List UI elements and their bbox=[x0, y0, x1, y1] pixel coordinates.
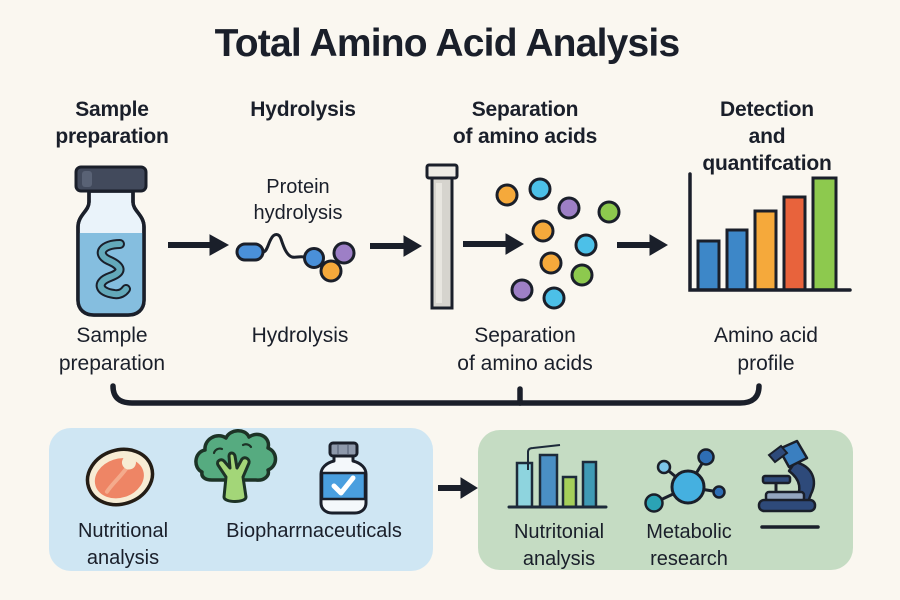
stage-caption-amino-acid-profile: Amino acid profile bbox=[714, 324, 818, 375]
bar bbox=[538, 453, 559, 509]
bar bbox=[811, 176, 838, 292]
label-biopharmaceuticals: Biopharrnaceuticals bbox=[226, 520, 402, 542]
protein-hydrolysis-label: Protein hydrolysis bbox=[253, 176, 343, 224]
bar bbox=[581, 460, 598, 509]
flow-arrow-3 bbox=[463, 233, 524, 255]
stage-header-detection: Detection and quantifcation bbox=[702, 98, 832, 175]
label-nutritonial-analysis: Nutritonial analysis bbox=[513, 521, 605, 570]
microscope-icon bbox=[757, 439, 820, 529]
dna-squiggle-icon bbox=[95, 239, 131, 300]
applications-arrow bbox=[438, 477, 478, 499]
amino-acid-dot bbox=[597, 200, 621, 224]
stage-header-sample-preparation: Sample preparation bbox=[55, 98, 169, 148]
stage-header-separation: Separation of amino acids bbox=[452, 98, 598, 148]
mini-bar-chart-icon bbox=[507, 444, 608, 509]
stage-caption-hydrolysis: Hydrolysis bbox=[251, 324, 349, 347]
stage-header-hydrolysis: Hydrolysis bbox=[250, 98, 356, 121]
amino-acid-dot bbox=[542, 286, 566, 310]
detection-chart-icon bbox=[688, 172, 852, 292]
amino-acid-dot bbox=[510, 278, 534, 302]
flow-arrow-1 bbox=[168, 234, 230, 256]
bar bbox=[725, 228, 749, 292]
protein-chain-icon bbox=[235, 233, 356, 283]
separation-column-icon bbox=[425, 163, 459, 310]
flow-arrow-2 bbox=[370, 235, 422, 257]
label-nutritional-analysis: Nutritional analysis bbox=[77, 520, 169, 569]
amino-acid-dots-icon bbox=[495, 177, 621, 310]
amino-acid-dot bbox=[528, 177, 552, 201]
bar bbox=[696, 239, 721, 292]
label-metabolic-research: Metabolic research bbox=[646, 521, 732, 570]
amino-acid-dot bbox=[574, 233, 598, 257]
output-applications-box bbox=[478, 430, 853, 570]
steak-icon bbox=[85, 447, 155, 507]
amino-acid-dot bbox=[495, 183, 519, 207]
stage-caption-separation: Separation of amino acids bbox=[457, 324, 593, 375]
flow-bracket bbox=[110, 383, 762, 406]
flow-arrow-4 bbox=[617, 234, 668, 256]
bar bbox=[515, 461, 534, 509]
page-title: Total Amino Acid Analysis bbox=[214, 22, 680, 65]
amino-acid-dot bbox=[531, 219, 555, 243]
amino-acid-dot bbox=[557, 196, 581, 220]
supplement-bottle-icon bbox=[319, 441, 368, 515]
molecule-icon bbox=[644, 448, 726, 513]
sample-vial-icon bbox=[74, 165, 148, 317]
bar bbox=[782, 195, 807, 292]
amino-acid-dot bbox=[570, 263, 594, 287]
stage-caption-sample-preparation: Sample preparation bbox=[58, 324, 166, 375]
amino-acid-dot bbox=[539, 251, 563, 275]
bar bbox=[561, 475, 578, 509]
broccoli-icon bbox=[194, 429, 278, 503]
bar bbox=[753, 209, 778, 292]
